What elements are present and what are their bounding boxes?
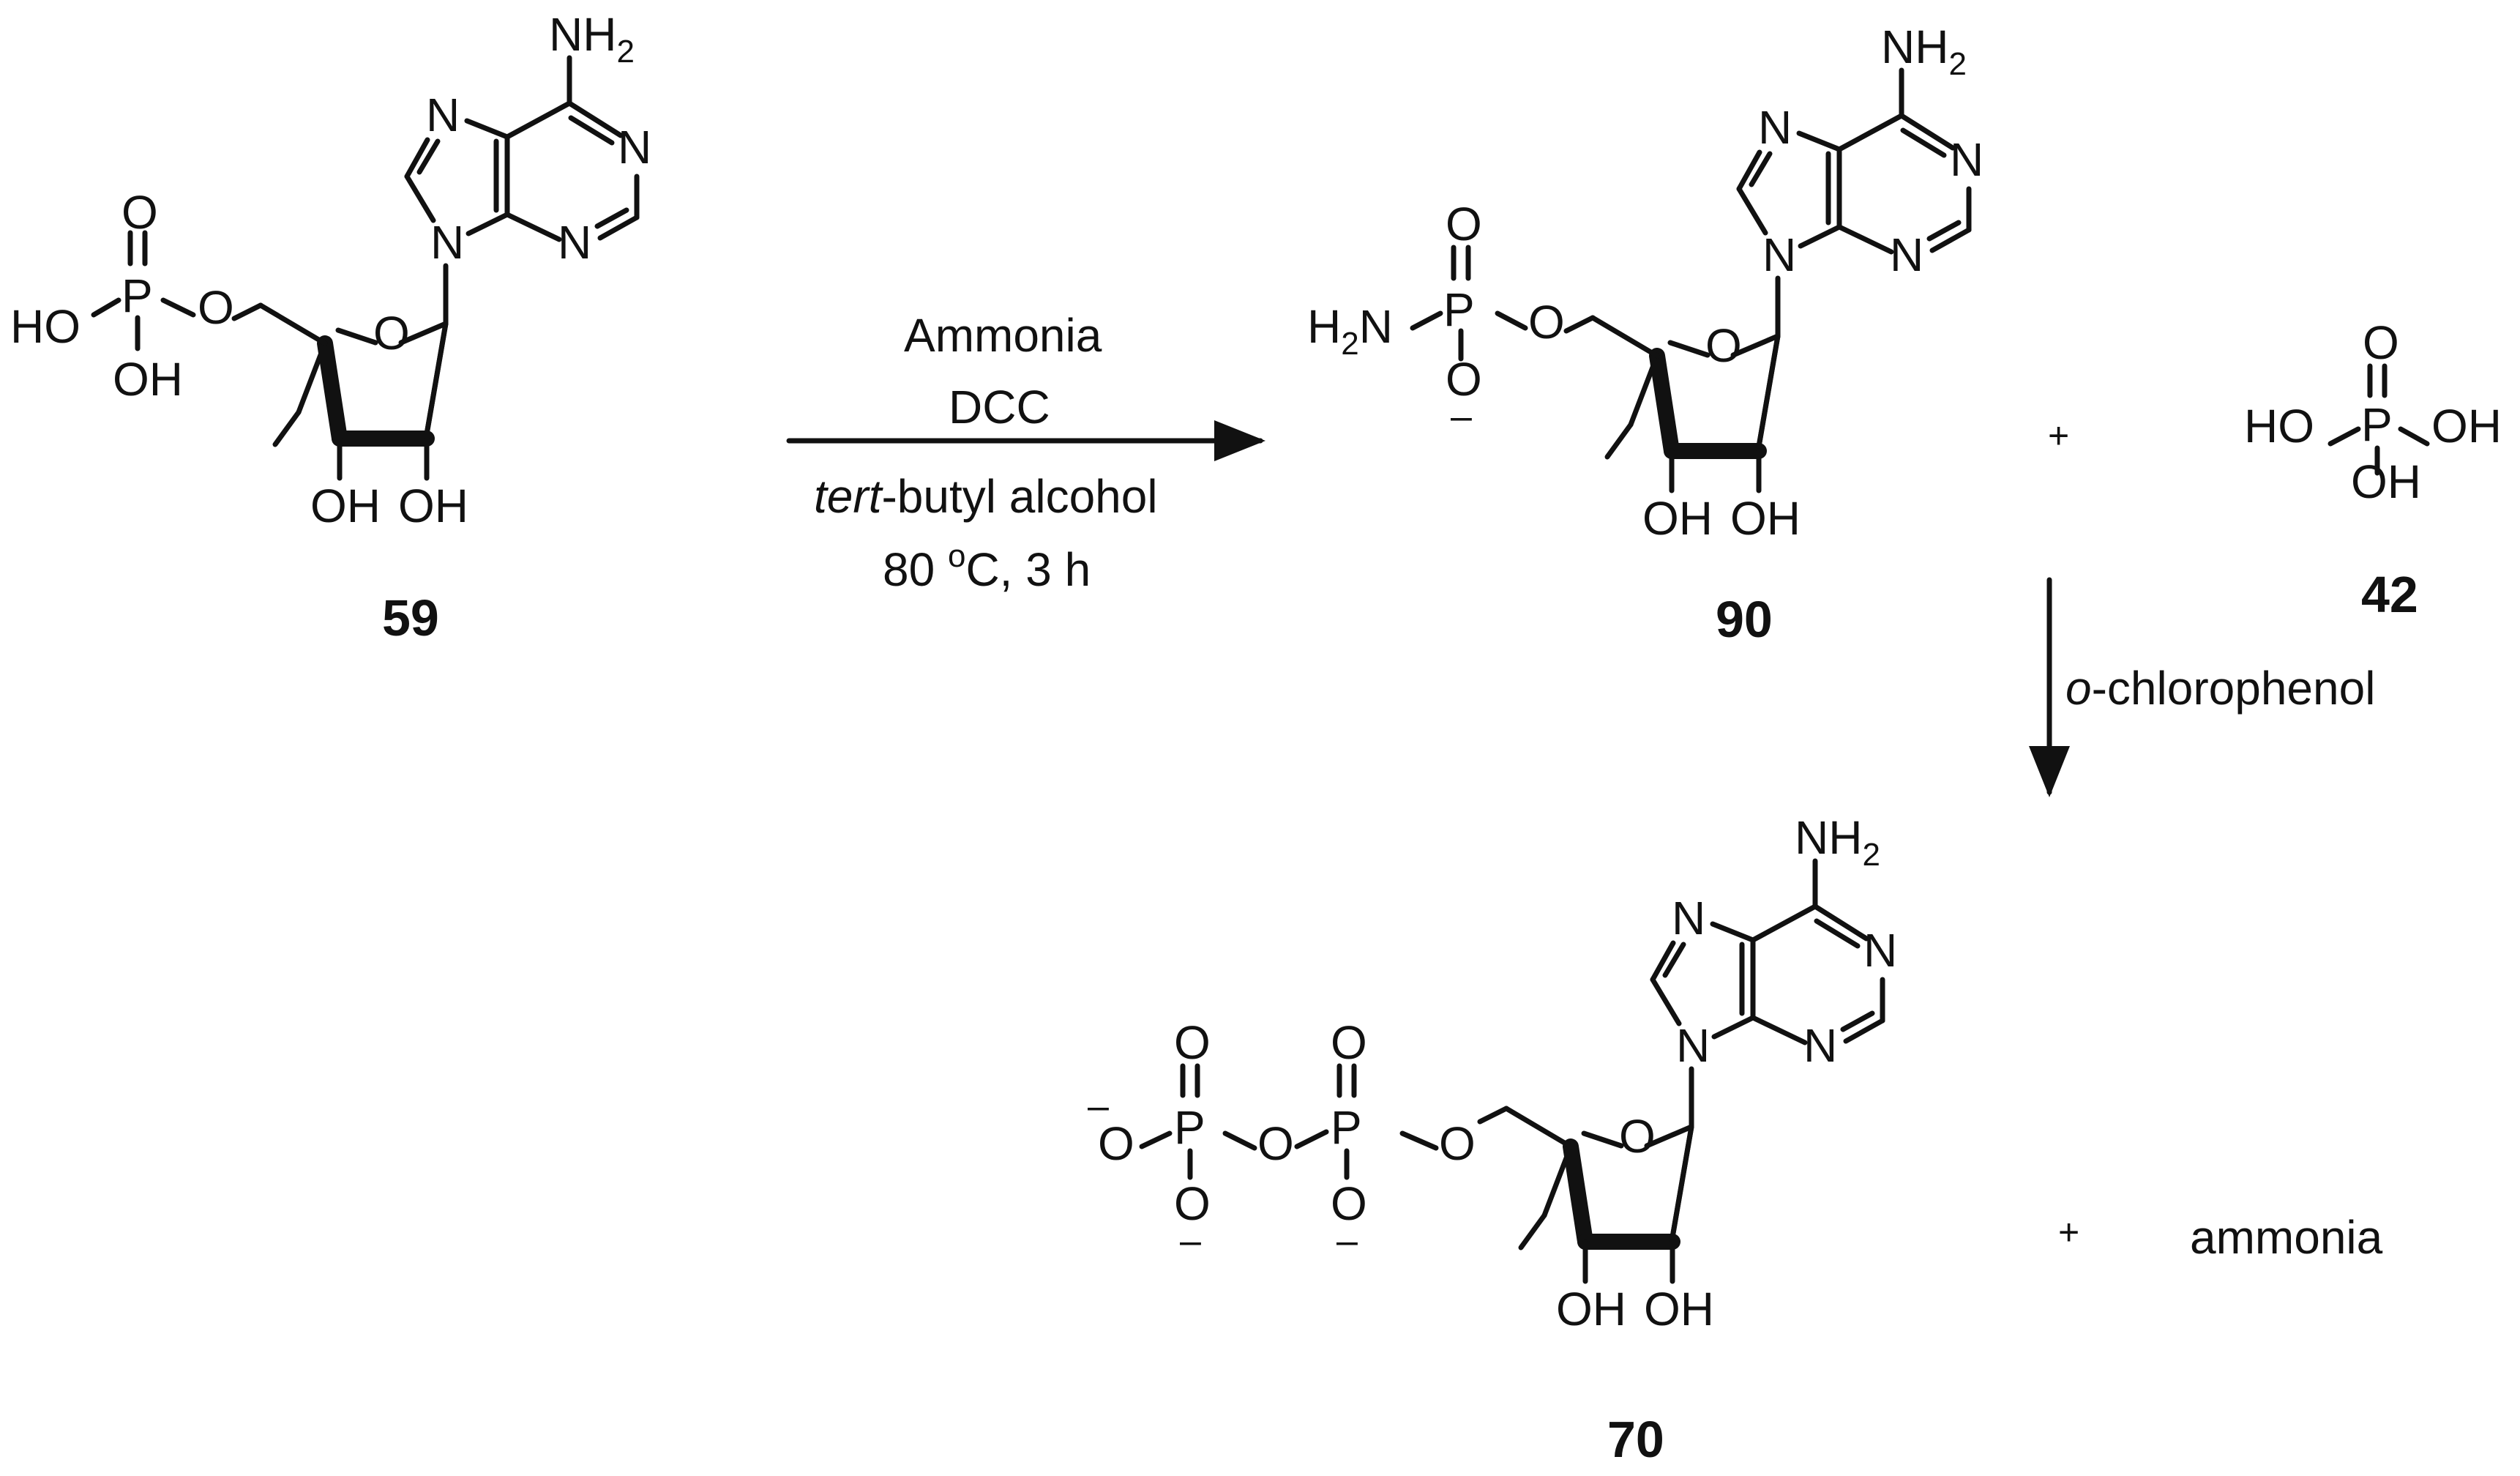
phosphate-oxygen-anion-label: O bbox=[1446, 353, 1482, 406]
oxygen-anion-outer-label: O bbox=[1174, 1177, 1211, 1230]
compound-70-label: 70 bbox=[1607, 1411, 1664, 1468]
byproduct-ammonia: ammonia bbox=[2190, 1211, 2383, 1264]
negative-charge: – bbox=[1180, 1220, 1201, 1262]
reaction-arrow-2: o-chlorophenol bbox=[2029, 577, 2375, 797]
bridging-oxygen-label: O bbox=[1257, 1117, 1294, 1170]
reagent-ammonia: Ammonia bbox=[904, 309, 1102, 362]
compound-59-structure: O P O HO OH 59 bbox=[10, 8, 651, 646]
phosphorus-label: P bbox=[121, 269, 153, 322]
phosphorus-inner-label: P bbox=[1331, 1101, 1362, 1154]
reagent-dcc: DCC bbox=[949, 381, 1050, 433]
compound-42-label: 42 bbox=[2361, 566, 2418, 623]
reagent-o-chlorophenol: o-chlorophenol bbox=[2065, 662, 2375, 715]
ester-oxygen-label: O bbox=[1528, 296, 1565, 348]
oxygen-anion-inner-label: O bbox=[1331, 1177, 1367, 1230]
phosphorus-label: P bbox=[1443, 283, 1475, 336]
negative-charge: – bbox=[1336, 1220, 1358, 1262]
phosphoryl-oxygen-label: O bbox=[2363, 316, 2399, 369]
phosphorus-outer-label: P bbox=[1174, 1101, 1205, 1154]
ho-label: HO bbox=[2244, 400, 2314, 452]
solvent-label: tert-butyl alcohol bbox=[814, 470, 1158, 523]
oh-label: OH bbox=[2431, 400, 2502, 452]
h2n-label: H2N bbox=[1307, 300, 1393, 362]
oh-bottom-label: OH bbox=[2351, 455, 2421, 508]
negative-charge: – bbox=[1451, 395, 1472, 438]
compound-90-structure: O P O H2N O – 90 bbox=[1307, 20, 1984, 648]
negative-charge: – bbox=[1088, 1085, 1109, 1128]
compound-42-structure: P O HO OH OH 42 bbox=[2244, 316, 2502, 623]
ester-oxygen-label: O bbox=[198, 281, 234, 334]
plus-sign-1: + bbox=[2048, 415, 2069, 456]
phosphoryl-oxygen-label: O bbox=[121, 186, 158, 239]
terminal-oxygen-anion-label: O bbox=[1098, 1117, 1134, 1170]
compound-59-label: 59 bbox=[382, 589, 439, 646]
compound-90-label: 90 bbox=[1716, 591, 1773, 648]
phosphoryl-oxygen-outer-label: O bbox=[1174, 1016, 1211, 1069]
plus-sign-2: + bbox=[2058, 1212, 2079, 1253]
reaction-arrow-1: Ammonia DCC tert-butyl alcohol 80 oC, 3 … bbox=[786, 309, 1265, 596]
p-oh-label: OH bbox=[113, 353, 183, 406]
compound-70-structure: O P O O – O P O O – O – 70 bbox=[1088, 811, 1897, 1468]
ho-label: HO bbox=[10, 300, 81, 353]
phosphorus-label: P bbox=[2361, 398, 2393, 451]
phosphoryl-oxygen-inner-label: O bbox=[1331, 1016, 1367, 1069]
temperature-time-label: 80 oC, 3 h bbox=[883, 538, 1091, 596]
ester-oxygen-label: O bbox=[1439, 1117, 1476, 1170]
phosphoryl-oxygen-label: O bbox=[1446, 198, 1482, 250]
